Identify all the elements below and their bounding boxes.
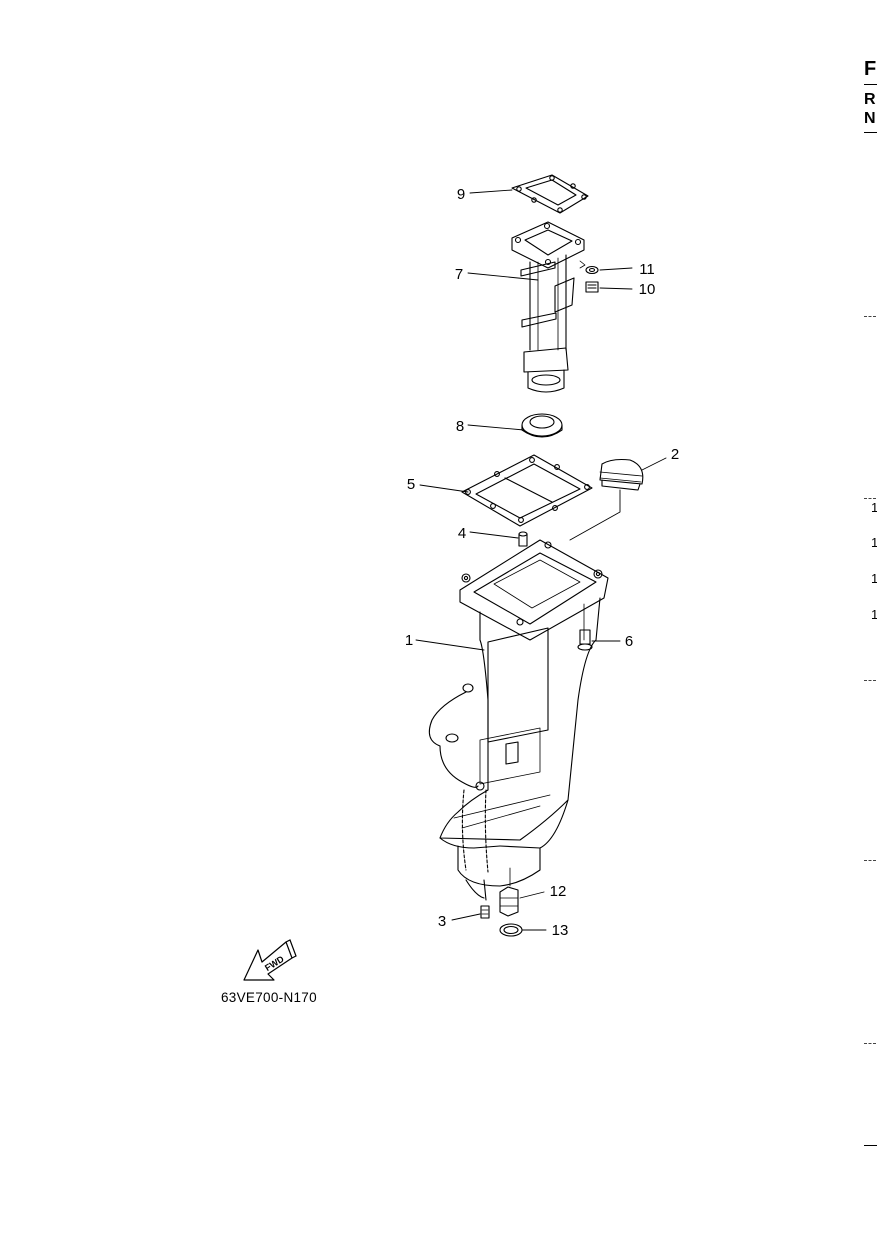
callout-2: 2 (671, 446, 679, 463)
part-1-upper-casing (439, 539, 609, 887)
edge-tick (864, 860, 876, 861)
callout-4: 4 (458, 525, 466, 542)
edge-index-digit: 1 (871, 535, 877, 550)
edge-tick (864, 680, 876, 681)
part-6-bolt (577, 603, 593, 651)
callout-7: 7 (455, 266, 463, 283)
part-3-screw (480, 905, 490, 919)
part-12-nut (499, 867, 519, 917)
callout-13: 13 (552, 922, 569, 939)
part-7-exhaust-guide (511, 221, 585, 393)
edge-rule (864, 132, 877, 133)
part-8-seal (521, 413, 563, 438)
ground-lead-wire (428, 683, 487, 901)
callout-3: 3 (438, 913, 446, 930)
edge-index-digit: 1 (871, 607, 877, 622)
edge-heading-letter: F (864, 58, 877, 80)
edge-row-letter-n: N (864, 110, 876, 127)
fwd-arrow-icon: FWD (243, 939, 297, 981)
edge-row-letter-r: R (864, 91, 876, 108)
edge-tick (864, 498, 876, 499)
callout-10: 10 (639, 281, 656, 298)
edge-tick (864, 316, 876, 317)
edge-rule (864, 1145, 877, 1146)
edge-rule (864, 84, 877, 85)
callout-1: 1 (405, 632, 413, 649)
part-5-gasket (461, 454, 593, 527)
callout-8: 8 (456, 418, 464, 435)
part-13-circlip (499, 923, 523, 937)
callout-6: 6 (625, 633, 633, 650)
edge-tick (864, 1043, 876, 1044)
part-11-washer (579, 260, 599, 275)
callout-12: 12 (550, 883, 567, 900)
callout-5: 5 (407, 476, 415, 493)
callout-11: 11 (639, 261, 655, 278)
part-10-bolt (585, 281, 599, 293)
diagram-code: 63VE700-N170 (221, 990, 317, 1005)
edge-index-digit: 1 (871, 571, 877, 586)
part-4-dowel-pin (518, 531, 528, 547)
edge-index-digit: 1 (871, 500, 877, 515)
part-9-gasket (511, 174, 589, 214)
callout-9: 9 (457, 186, 465, 203)
part-2-rubber-seal (599, 458, 644, 491)
